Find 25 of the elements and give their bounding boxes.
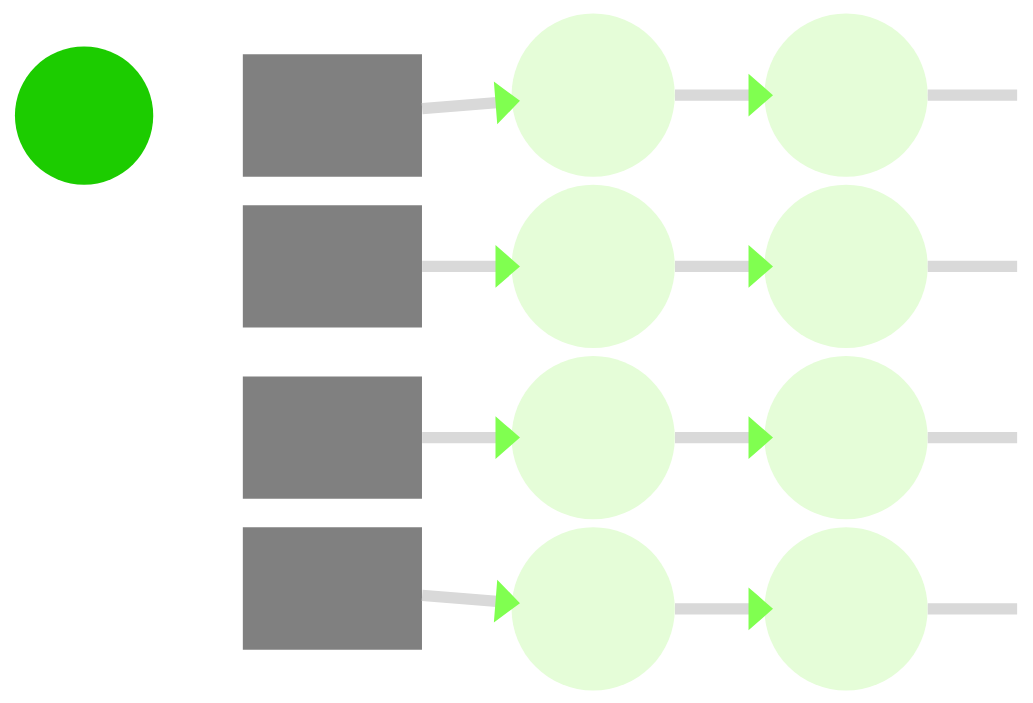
node-circle xyxy=(764,184,928,348)
node-circle xyxy=(511,13,675,177)
arrow xyxy=(421,579,520,623)
node-circle xyxy=(764,355,928,519)
node-circle xyxy=(511,184,675,348)
arrow xyxy=(422,415,520,459)
connector xyxy=(927,89,1018,101)
node-box xyxy=(242,375,422,499)
connector xyxy=(927,602,1018,614)
arrow xyxy=(675,73,773,117)
connector xyxy=(927,431,1018,443)
arrow xyxy=(675,244,773,288)
arrow xyxy=(675,586,773,630)
node-circle xyxy=(511,526,675,690)
arrow xyxy=(675,415,773,459)
connector xyxy=(927,260,1018,272)
arrow xyxy=(422,244,520,288)
node-circle xyxy=(511,355,675,519)
node-circle xyxy=(764,526,928,690)
node-circle xyxy=(14,45,154,185)
node-box xyxy=(242,204,422,328)
node-box xyxy=(242,53,422,177)
node-box xyxy=(242,526,422,650)
node-circle xyxy=(764,13,928,177)
arrow xyxy=(421,80,520,124)
